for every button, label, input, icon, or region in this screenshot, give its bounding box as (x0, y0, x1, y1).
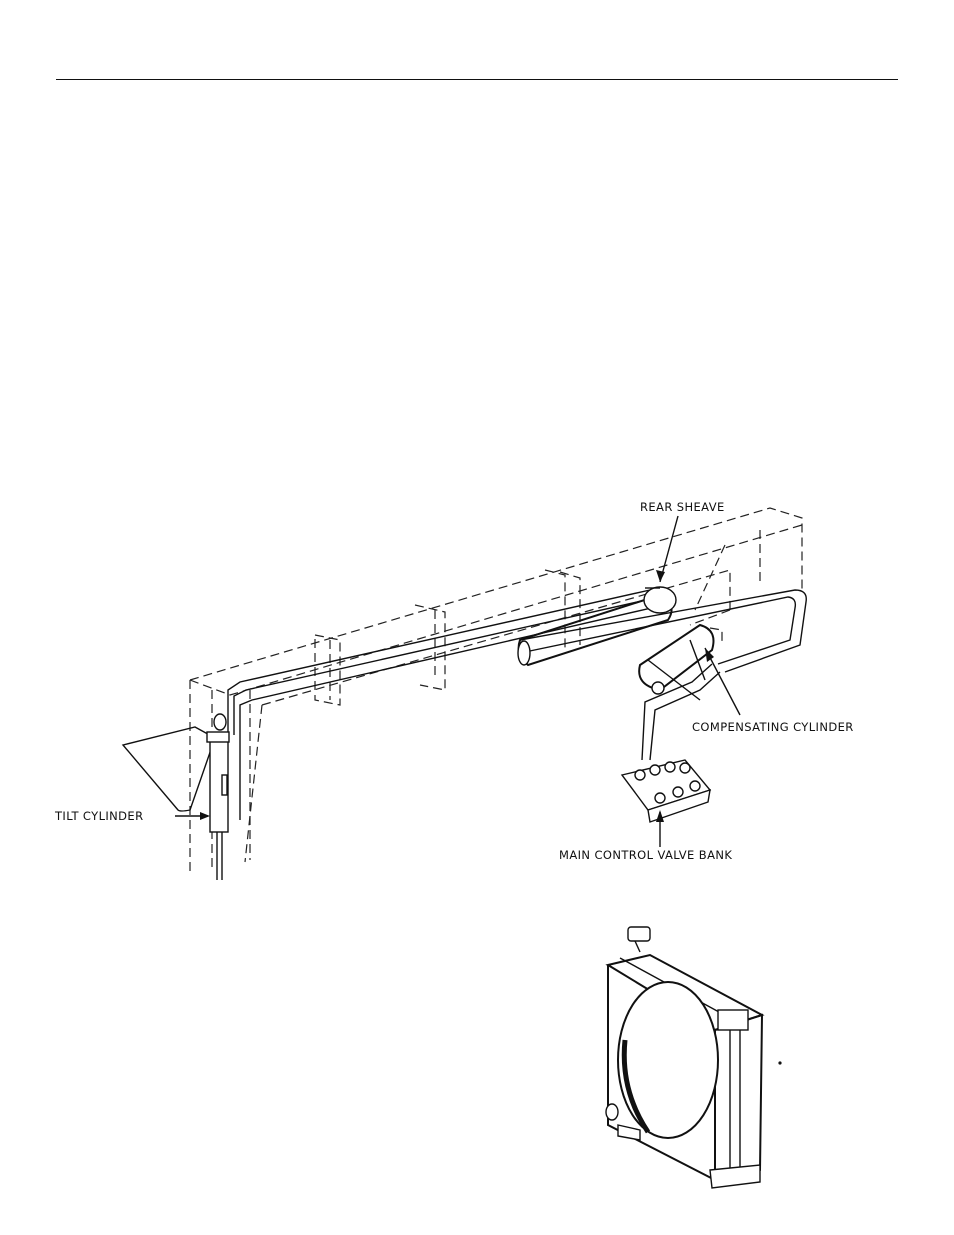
label-tilt-cylinder: TILT CYLINDER (54, 809, 144, 823)
label-rear-sheave: REAR SHEAVE (640, 500, 725, 514)
boom-outline (189, 507, 803, 875)
label-main-control-valve-bank: MAIN CONTROL VALVE BANK (559, 848, 732, 862)
oil-cooler (605, 926, 782, 1189)
rear-sheave (517, 586, 677, 667)
hydraulic-lines (227, 589, 807, 820)
compensating-cylinder (638, 623, 723, 701)
main-control-valve-bank (620, 759, 712, 823)
header-rule (56, 79, 898, 80)
tilt-cylinder (121, 713, 230, 880)
leader-lines (175, 515, 741, 847)
label-compensating-cylinder: COMPENSATING CYLINDER (692, 720, 854, 734)
